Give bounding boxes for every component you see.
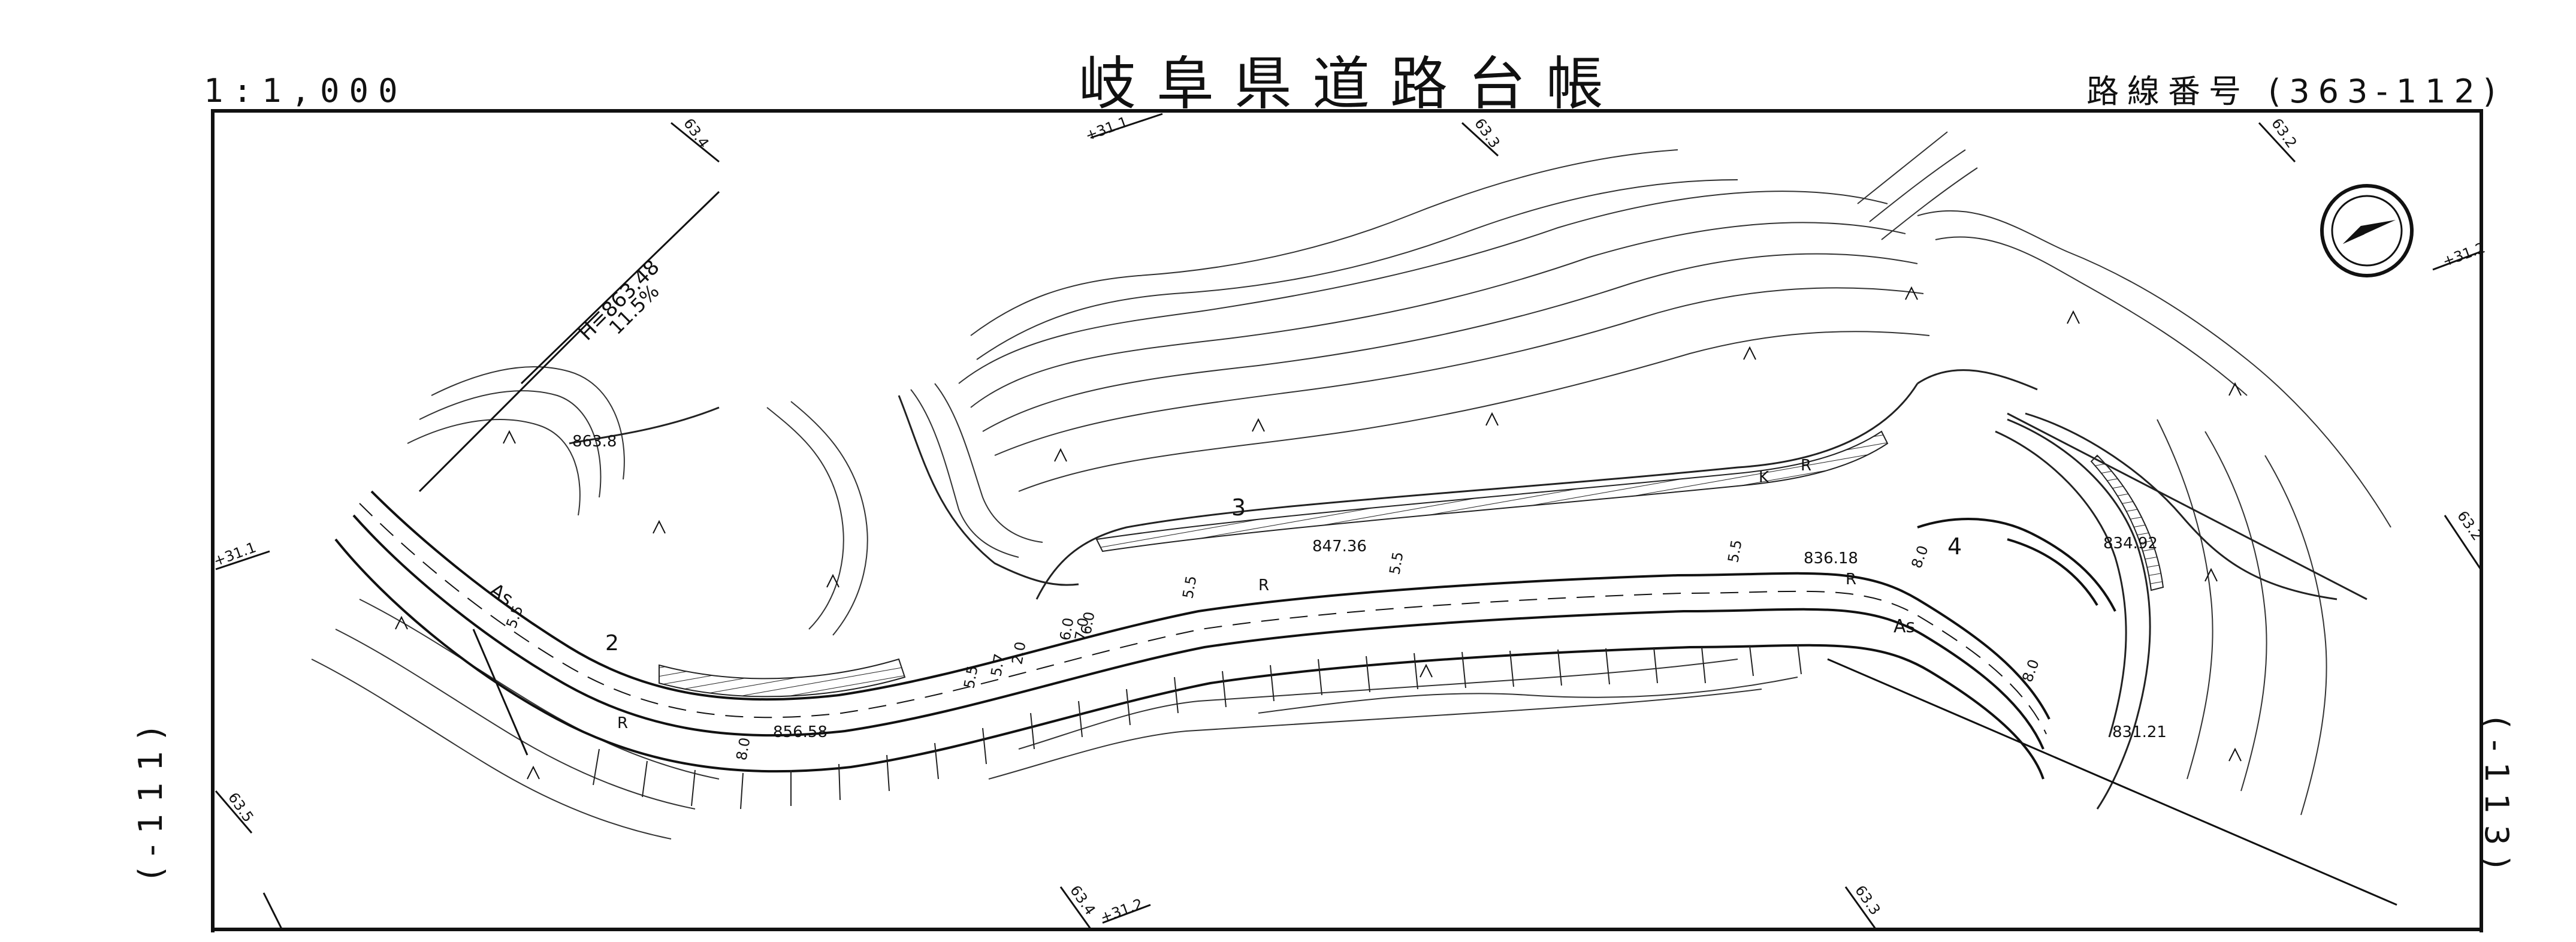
edge-ticks: [215, 113, 2482, 929]
mark-r: R: [1258, 576, 1269, 594]
edge-mark: +31.2: [1098, 895, 1145, 926]
section-number: 4: [1947, 533, 1962, 560]
road-centerline: [359, 503, 2047, 735]
route-label-text: 路線番号: [2086, 73, 2250, 110]
elevation-label: 847.36: [1312, 538, 1367, 555]
contour-lines: [311, 131, 2391, 840]
edge-mark: 63.2: [2268, 115, 2300, 151]
surface-label: As: [1894, 616, 1915, 637]
route-number-value: (363-112): [2268, 73, 2504, 110]
mark-r: R: [1801, 457, 1811, 475]
fill-slope-ticks: [593, 644, 1802, 810]
mark-r: R: [617, 714, 628, 732]
elevation-label: 856.58: [773, 723, 828, 741]
width-label: 6.0: [1056, 617, 1077, 642]
scale-label: 1:1,000: [204, 72, 407, 110]
width-label: 5.5: [1179, 575, 1200, 600]
boundary-line: [1827, 658, 2397, 906]
width-label: 2.0: [1008, 641, 1029, 666]
edge-mark: 63.2: [2454, 508, 2486, 544]
right-curve-slope: [1995, 412, 2367, 810]
boundary-line-left: [472, 629, 529, 756]
map-frame-bottom-rule: [211, 928, 2483, 931]
section-number: 3: [1231, 494, 1246, 521]
elevation-label: 834.92: [2103, 535, 2158, 552]
width-label: 6.0: [1077, 611, 1098, 636]
width-label: 8.0: [2019, 657, 2042, 684]
elevation-label: 836.18: [1804, 550, 1858, 567]
edge-mark: +31.2: [2440, 239, 2487, 270]
edge-mark: 63.4: [1067, 882, 1099, 918]
edge-mark: +31.1: [1083, 113, 1130, 144]
edge-mark: 63.3: [1852, 882, 1884, 918]
width-label: 8.0: [1908, 544, 1931, 570]
width-label: 5.5: [1386, 551, 1406, 576]
width-label: 5.5: [1725, 539, 1745, 564]
map-frame: [211, 109, 2483, 932]
slope-edges: [569, 369, 2038, 600]
elevation-label: 831.21: [2112, 723, 2167, 741]
map-title: 岐阜県道路台帳: [1079, 50, 1624, 117]
grade-line: [418, 191, 720, 493]
width-label: 7.0: [1071, 617, 1092, 642]
edge-mark: 63.3: [1471, 115, 1503, 151]
road-alignment: [334, 490, 2116, 780]
mark-k: K: [1759, 469, 1769, 487]
elevation-label: 863.8: [572, 433, 617, 451]
section-number: 2: [605, 631, 619, 656]
cut-slope-hatching: [659, 430, 2164, 698]
edge-mark: +31.1: [211, 539, 258, 569]
mark-r: R: [1846, 570, 1856, 588]
width-label: 8.0: [733, 736, 753, 762]
vegetation-symbols: [395, 286, 2242, 780]
width-label: 5.7: [987, 653, 1008, 678]
width-label: 5.5: [961, 665, 981, 690]
route-number-label: 路線番号 (363-112): [2086, 65, 2504, 112]
north-arrow-icon: [2320, 184, 2414, 277]
